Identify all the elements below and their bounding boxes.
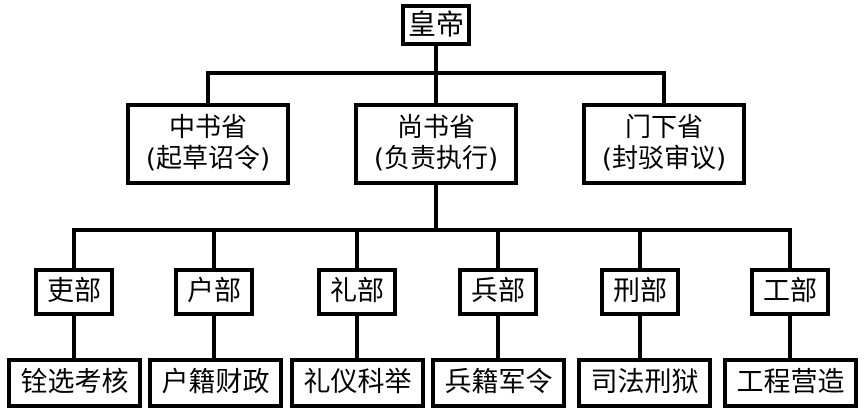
menxia-box: 门下省 (封驳审议) bbox=[582, 103, 746, 185]
zhongshu-name: 中书省 bbox=[168, 112, 247, 143]
libu-official-box: 吏部 bbox=[34, 268, 114, 316]
ministry-label: 户部 bbox=[187, 275, 241, 307]
zhongshu-box: 中书省 (起草诏令) bbox=[126, 103, 290, 185]
libu-rites-box: 礼部 bbox=[317, 268, 397, 316]
ministry-label: 吏部 bbox=[47, 275, 101, 307]
libu-rites-duty-box: 礼仪科举 bbox=[290, 358, 425, 408]
duty-label: 铨选考核 bbox=[20, 366, 129, 398]
shangshu-role: (负责执行) bbox=[373, 144, 499, 174]
ministry-label: 工部 bbox=[763, 275, 817, 307]
bingbu-duty-box: 兵籍军令 bbox=[431, 358, 566, 408]
duty-label: 礼仪科举 bbox=[303, 366, 412, 398]
duty-label: 司法刑狱 bbox=[590, 366, 699, 398]
gongbu-duty-box: 工程营造 bbox=[723, 358, 858, 408]
hubu-duty-box: 户籍财政 bbox=[148, 358, 283, 408]
bingbu-box: 兵部 bbox=[458, 268, 538, 316]
zhongshu-role: (起草诏令) bbox=[145, 144, 271, 174]
xingbu-duty-box: 司法刑狱 bbox=[577, 358, 712, 408]
menxia-name: 门下省 bbox=[624, 112, 703, 143]
shangshu-name: 尚书省 bbox=[396, 112, 475, 143]
menxia-role: (封驳审议) bbox=[601, 144, 727, 174]
shangshu-box: 尚书省 (负责执行) bbox=[354, 103, 518, 185]
xingbu-box: 刑部 bbox=[600, 268, 680, 316]
hubu-box: 户部 bbox=[174, 268, 254, 316]
emperor-box: 皇帝 bbox=[401, 4, 471, 46]
gongbu-box: 工部 bbox=[750, 268, 830, 316]
duty-label: 户籍财政 bbox=[161, 366, 270, 398]
libu-official-duty-box: 铨选考核 bbox=[7, 358, 142, 408]
emperor-label: 皇帝 bbox=[407, 8, 464, 42]
ministry-label: 刑部 bbox=[613, 275, 667, 307]
duty-label: 工程营造 bbox=[736, 366, 845, 398]
ministry-label: 礼部 bbox=[330, 275, 384, 307]
ministry-label: 兵部 bbox=[471, 275, 525, 307]
duty-label: 兵籍军令 bbox=[444, 366, 553, 398]
